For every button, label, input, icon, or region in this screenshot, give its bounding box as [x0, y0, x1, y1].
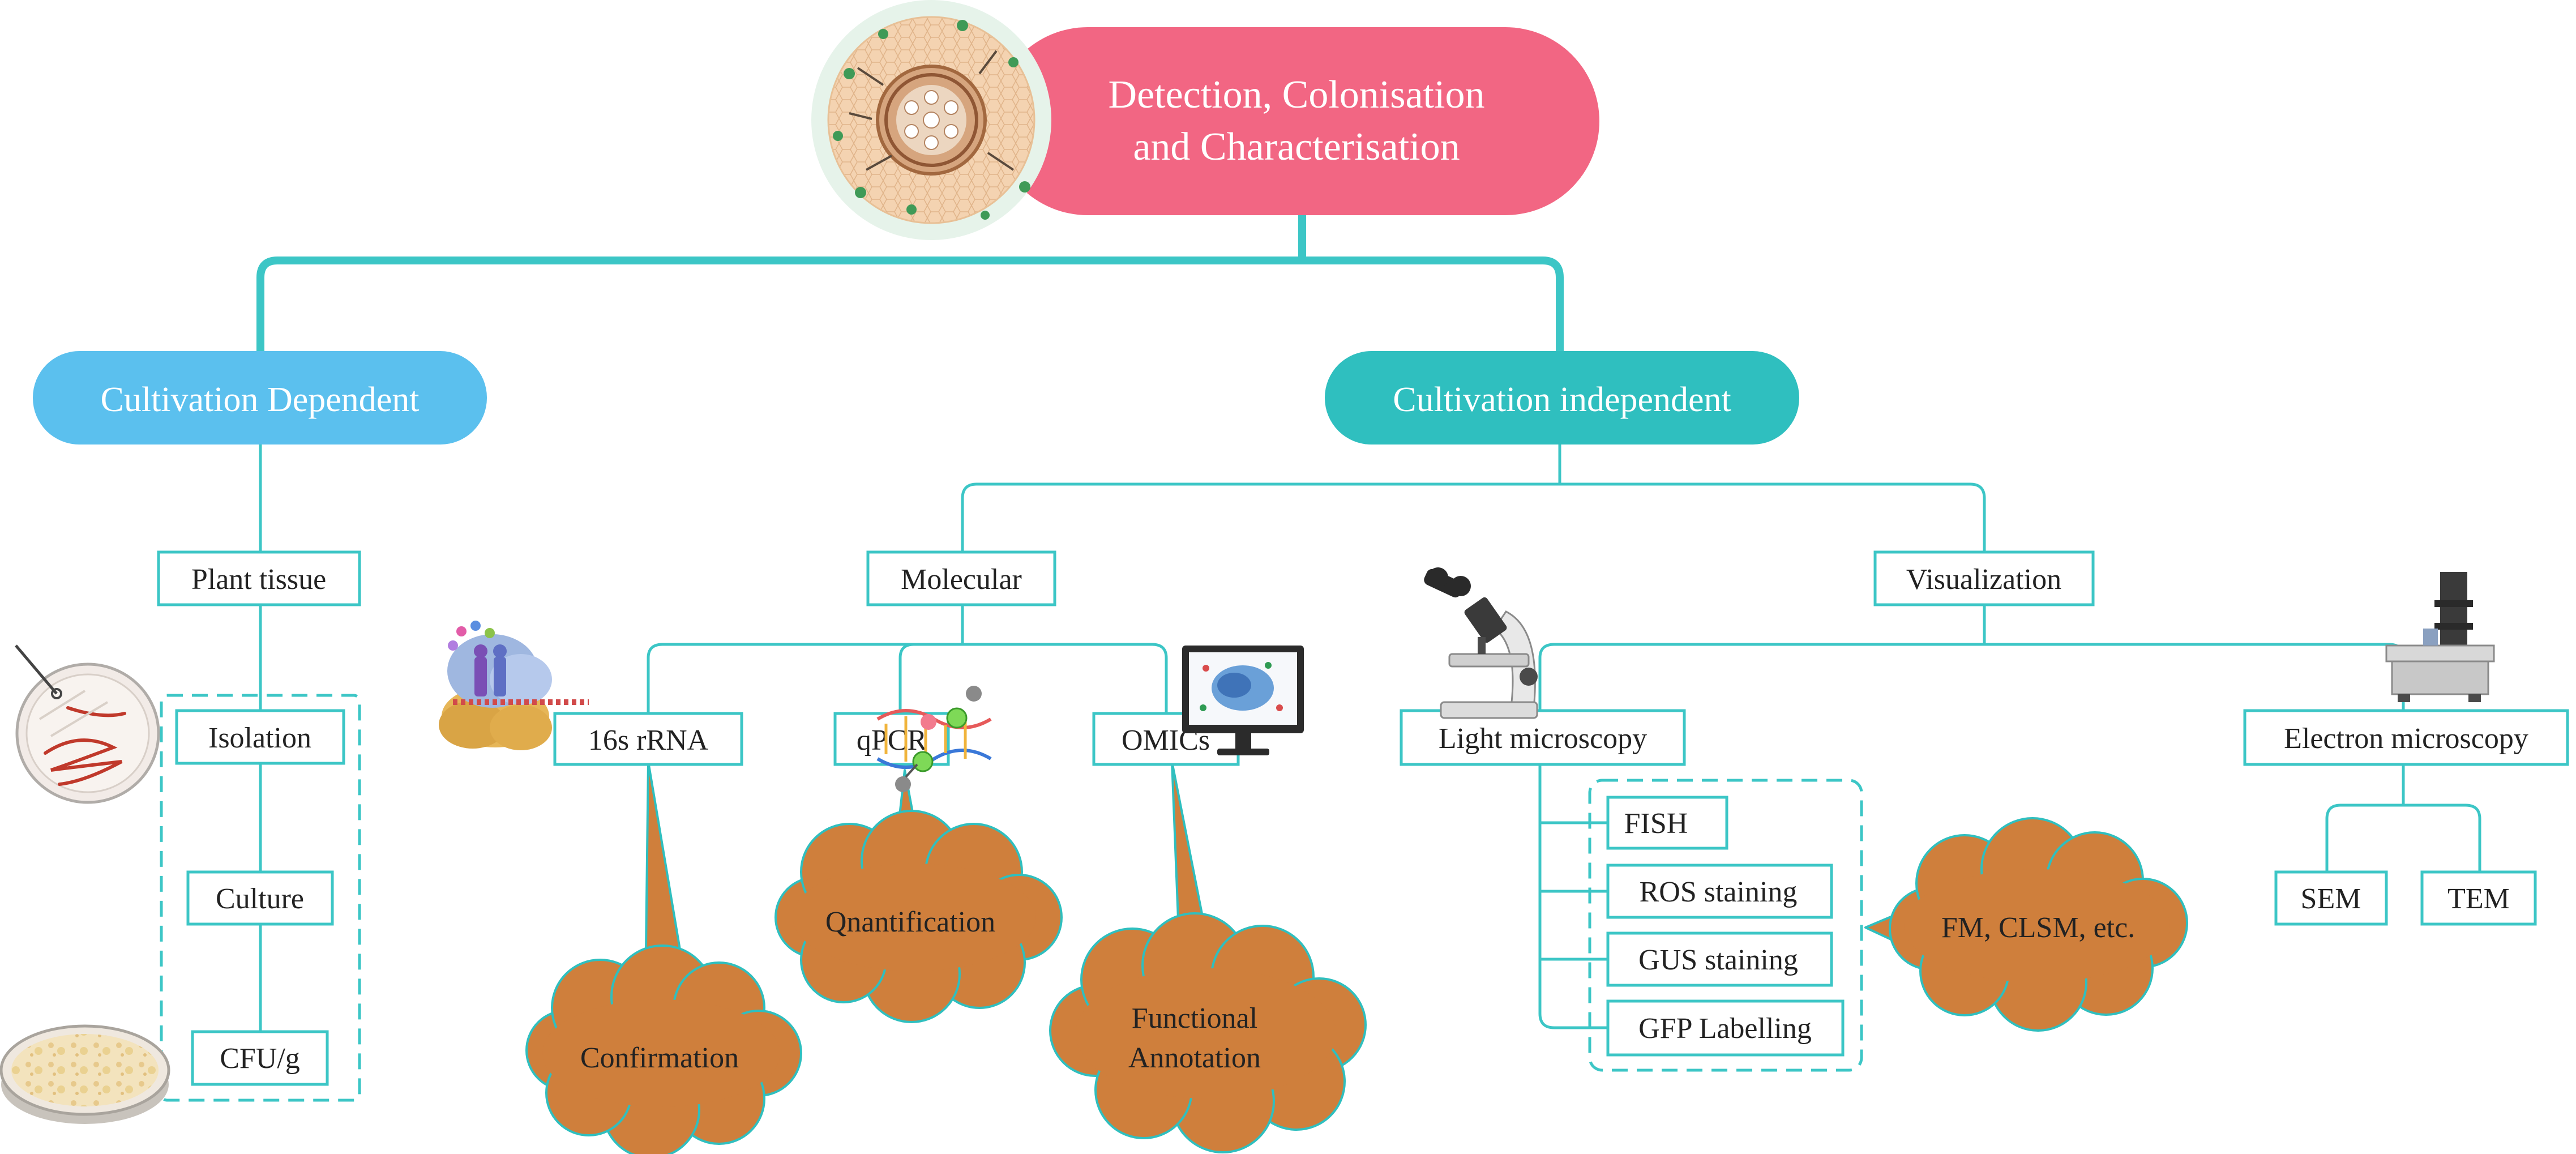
title-line-1: Detection, Colonisation: [1109, 73, 1485, 117]
cloud-functional-label-2: Annotation: [1128, 1042, 1261, 1074]
box-isolation-label: Isolation: [208, 722, 311, 754]
root-cross-section-icon: [811, 0, 1051, 240]
box-gfp-labelling-label: GFP Labelling: [1638, 1012, 1812, 1045]
box-cfu-label: CFU/g: [220, 1042, 300, 1075]
cloud-quantification: Qnantification: [774, 810, 1063, 1023]
box-molecular: Molecular: [866, 550, 1056, 606]
title-node: Detection, Colonisation and Characterisa…: [994, 27, 1599, 215]
box-sem-label: SEM: [2301, 883, 2361, 915]
box-16s-rrna-label: 16s rRNA: [588, 724, 709, 756]
cloud-fm-label: FM, CLSM, etc.: [1941, 912, 2135, 944]
cultivation-dependent-label: Cultivation Dependent: [100, 381, 419, 419]
box-visualization-label: Visualization: [1906, 563, 2061, 596]
box-gfp-labelling: GFP Labelling: [1606, 999, 1845, 1057]
cultivation-independent-node: Cultivation independent: [1325, 351, 1799, 444]
cloud-quantification-label: Qnantification: [825, 906, 995, 938]
box-visualization: Visualization: [1873, 550, 2095, 606]
box-culture-label: Culture: [216, 883, 304, 915]
box-light-microscopy: Light microscopy: [1400, 709, 1686, 766]
box-tem: TEM: [2420, 870, 2537, 926]
cloud-confirmation: Confirmation: [525, 944, 802, 1154]
box-electron-microscopy: Electron microscopy: [2243, 709, 2569, 766]
petri-dish-streak-icon: [15, 644, 160, 804]
box-molecular-label: Molecular: [901, 563, 1022, 596]
cloud-functional-label-1: Functional: [1132, 1002, 1257, 1035]
connector-independent-split: [961, 444, 1986, 552]
dna-helix-icon: [876, 686, 992, 792]
title-line-2: and Characterisation: [1133, 125, 1460, 169]
cloud-confirmation-label: Confirmation: [580, 1042, 739, 1074]
box-ros-staining: ROS staining: [1606, 864, 1833, 919]
connector-visualization-children: [1538, 605, 2405, 713]
box-sem: SEM: [2274, 870, 2388, 926]
box-culture: Culture: [186, 870, 334, 926]
cloud-fm-clsm: FM, CLSM, etc.: [1889, 817, 2188, 1032]
light-microscope-icon: [1424, 567, 1538, 719]
box-plant-tissue-label: Plant tissue: [191, 563, 326, 596]
box-gus-staining-label: GUS staining: [1638, 944, 1798, 976]
method-boxes: Plant tissue Isolation Culture CFU/g Mol…: [157, 550, 2569, 1086]
electron-microscope-icon: [2385, 572, 2495, 702]
box-light-microscopy-label: Light microscopy: [1439, 723, 1647, 755]
box-qpcr-label: qPCR: [857, 724, 927, 756]
petri-dish-colonies-icon: [0, 1024, 170, 1124]
box-fish-label: FISH: [1624, 807, 1688, 840]
monitor-icon: [1182, 646, 1304, 755]
connector-electron-children: [2325, 764, 2481, 872]
box-plant-tissue: Plant tissue: [157, 550, 361, 606]
title-pill: [994, 27, 1599, 215]
connector-title-to-branches: [256, 215, 1564, 351]
cultivation-dependent-node: Cultivation Dependent: [33, 351, 487, 444]
cloud-functional-annotation: Functional Annotation: [1049, 912, 1367, 1153]
box-ros-staining-label: ROS staining: [1640, 876, 1798, 908]
connector-light-children: [1538, 764, 1608, 1029]
cultivation-independent-label: Cultivation independent: [1393, 381, 1731, 419]
light-methods-dashed-group: [1588, 779, 1863, 1072]
box-16s-rrna: 16s rRNA: [553, 712, 743, 766]
box-tem-label: TEM: [2447, 883, 2510, 915]
box-cfu: CFU/g: [191, 1030, 329, 1086]
box-fish: FISH: [1606, 796, 1728, 850]
connector-molecular-children: [647, 605, 1168, 713]
box-electron-microscopy-label: Electron microscopy: [2284, 723, 2528, 755]
box-gus-staining: GUS staining: [1606, 931, 1833, 987]
ribosome-icon: [439, 621, 589, 750]
box-isolation: Isolation: [175, 709, 345, 765]
